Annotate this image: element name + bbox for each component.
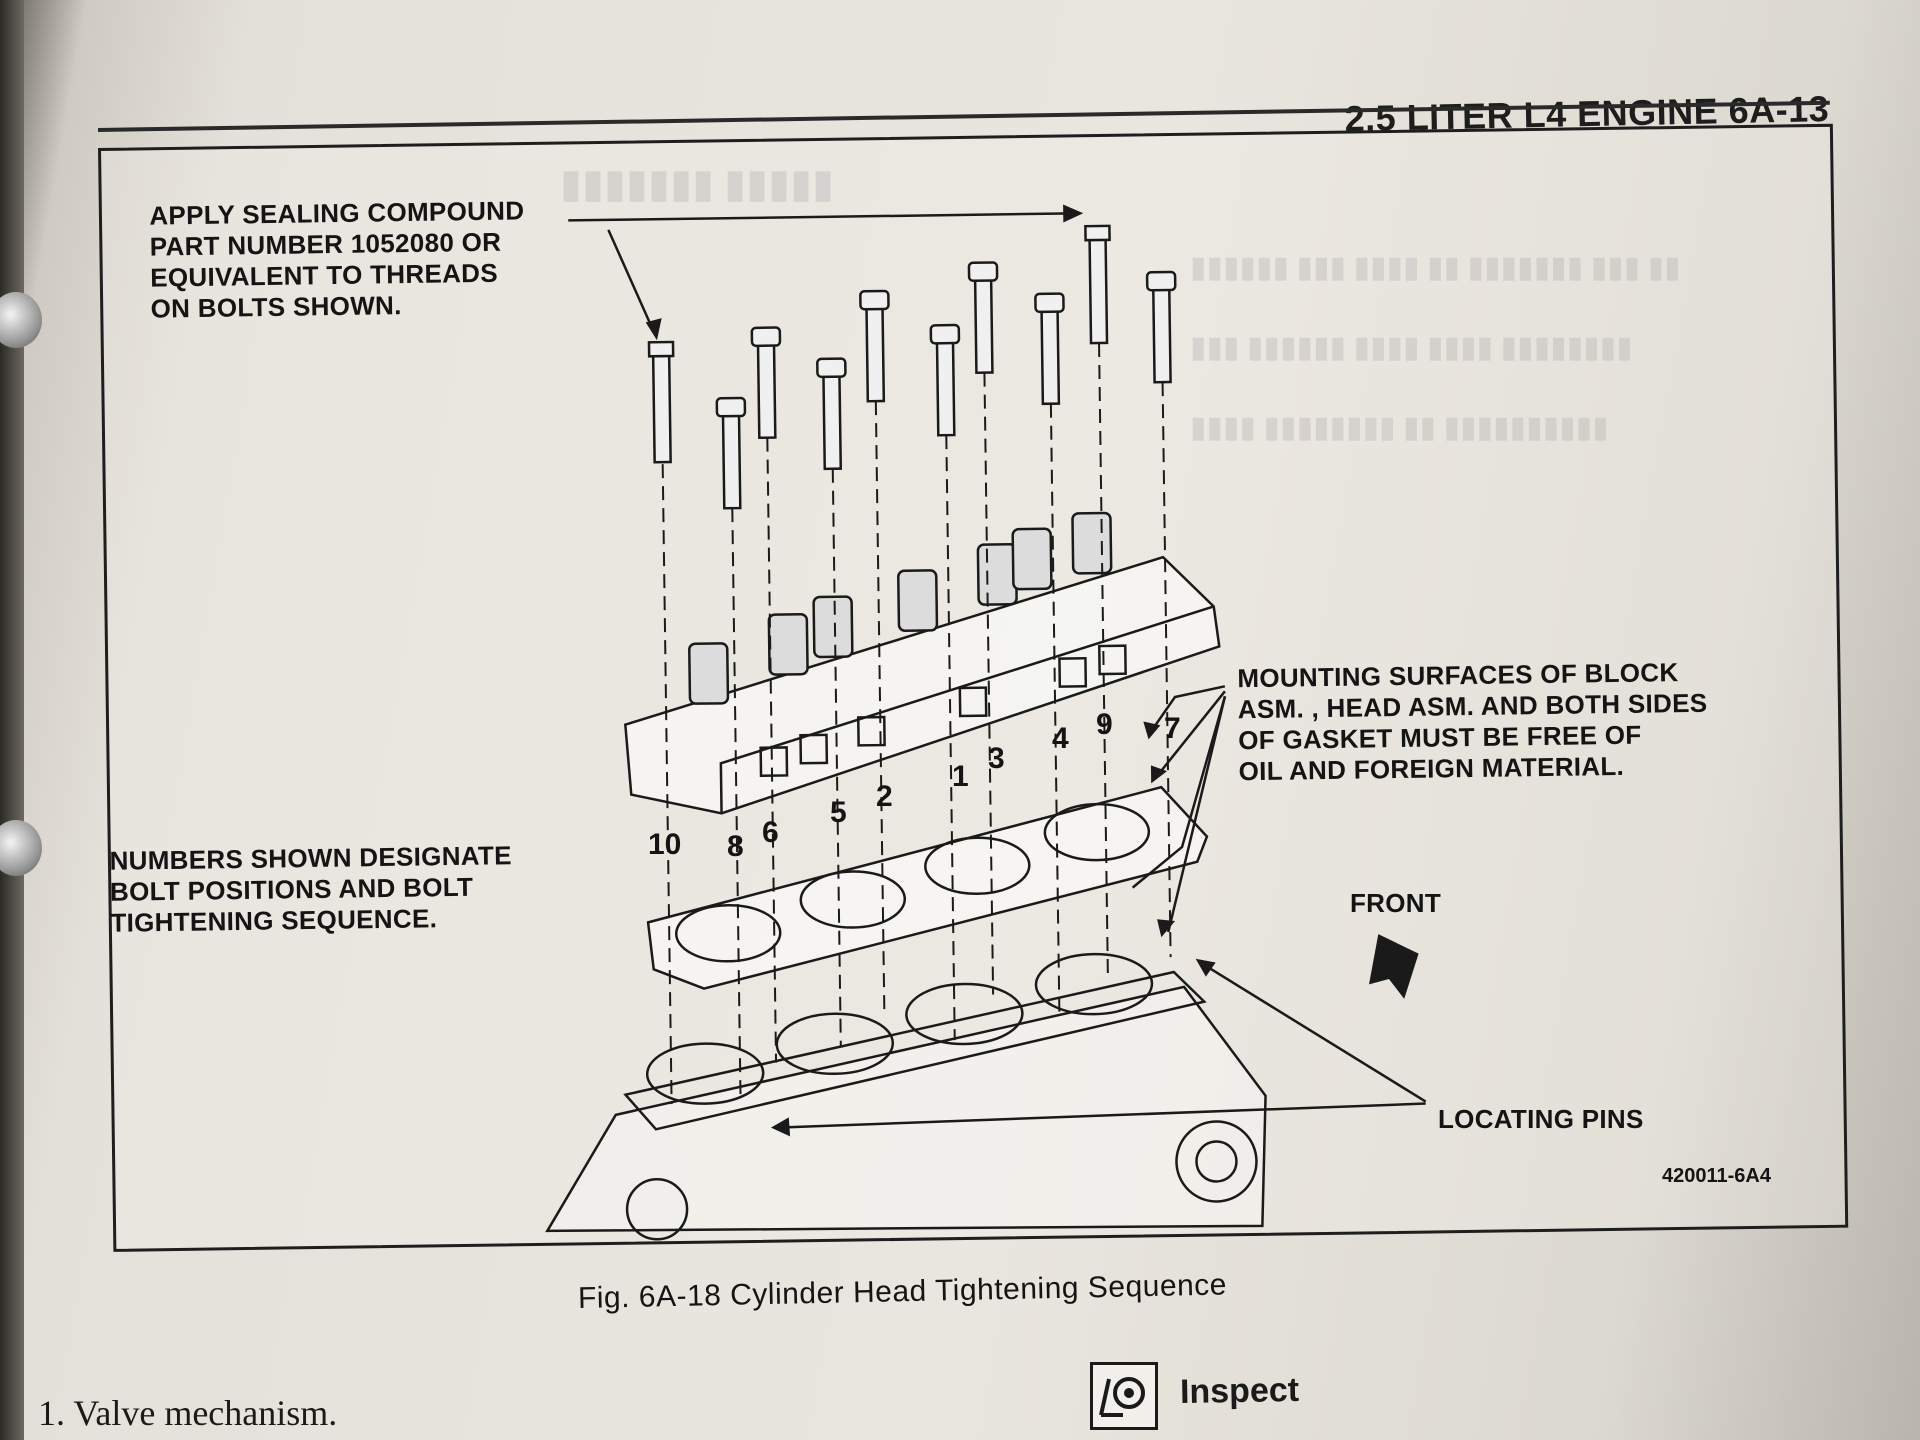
figure-code: 420011-6A4: [1662, 1165, 1771, 1187]
bolt-number: 2: [876, 780, 893, 813]
head-gasket-illustration: [646, 785, 1209, 990]
bolt: [750, 326, 782, 440]
callout-sealing-compound: APPLY SEALING COMPOUND PART NUMBER 10520…: [149, 195, 526, 324]
arrow-heads: [645, 204, 1216, 1137]
bolt-number: 5: [830, 796, 847, 829]
binder-edge: [0, 0, 24, 1440]
front-arrow-icon: [1369, 934, 1419, 999]
binder-ring-icon: [0, 292, 42, 348]
cylinder-head-illustration: [623, 511, 1221, 815]
bolt: [967, 261, 999, 375]
callout-line: TIGHTENING SEQUENCE.: [110, 903, 438, 938]
leader-lines: [568, 212, 1427, 1129]
bolt-threaded-sealed: [647, 340, 675, 464]
callout-line: OF GASKET MUST BE FREE OF: [1238, 719, 1642, 756]
callout-line: BOLT POSITIONS AND BOLT: [109, 871, 474, 907]
bolt-number: 10: [648, 828, 682, 861]
bolt: [859, 289, 890, 403]
bolt: [816, 357, 847, 471]
bolt-number: 9: [1096, 708, 1113, 741]
callout-numbers-shown: NUMBERS SHOWN DESIGNATE BOLT POSITIONS A…: [109, 840, 512, 939]
head-bolts-illustration: [647, 224, 1177, 510]
callout-locating-pins: LOCATING PINS: [1438, 1104, 1644, 1134]
bolt: [1034, 292, 1065, 406]
bolt-number: 3: [988, 742, 1005, 775]
engine-block-illustration: [545, 952, 1267, 1241]
bolt-number: 1: [952, 760, 969, 793]
bolt-threaded-sealed: [1084, 224, 1111, 345]
bolt-number: 8: [727, 830, 744, 863]
bolt-axis-lines: [661, 343, 1172, 1105]
callout-line: OIL AND FOREIGN MATERIAL.: [1238, 750, 1625, 787]
list-item: 1. Valve mechanism.: [38, 1393, 338, 1433]
callout-mounting-surfaces: MOUNTING SURFACES OF BLOCK ASM. , HEAD A…: [1237, 657, 1708, 788]
binder-ring-icon: [0, 820, 42, 876]
callout-front: FRONT: [1350, 888, 1442, 918]
inspect-label: Inspect: [1179, 1370, 1300, 1412]
bolt: [1145, 270, 1177, 384]
bolt: [715, 396, 747, 510]
bolt: [929, 323, 961, 437]
callout-line: EQUIVALENT TO THREADS: [150, 257, 499, 293]
magnifier-eye-icon: [1090, 1362, 1158, 1430]
bolt-number: 6: [762, 816, 779, 849]
callout-line: ON BOLTS SHOWN.: [150, 290, 402, 324]
bolt-number: 7: [1164, 712, 1181, 745]
bolt-number: 4: [1052, 722, 1069, 755]
